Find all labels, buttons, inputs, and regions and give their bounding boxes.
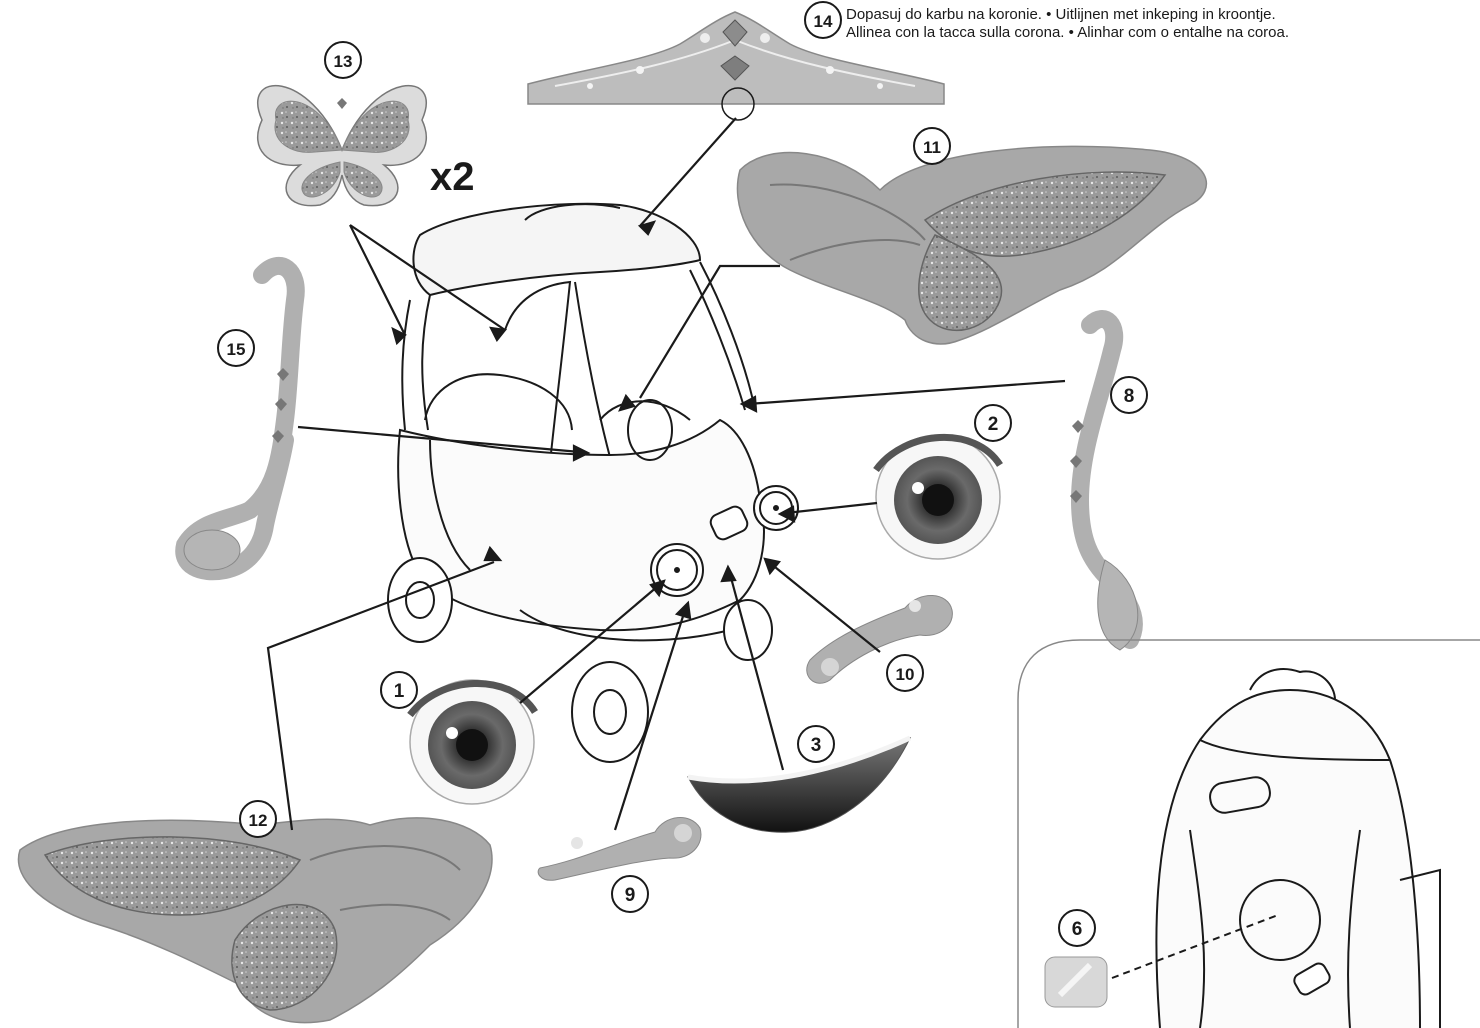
callout-12: 12 <box>240 801 276 837</box>
callout-11: 11 <box>914 128 950 164</box>
svg-text:9: 9 <box>625 885 636 906</box>
sticker-9-shooting-star <box>538 817 701 880</box>
sticker-1-eye <box>410 680 535 804</box>
sticker-10-shooting-star <box>807 595 953 683</box>
callout-9: 9 <box>612 876 648 912</box>
svg-text:6: 6 <box>1072 919 1083 940</box>
callout-1: 1 <box>381 672 417 708</box>
callout-13: 13 <box>325 42 361 78</box>
callout-8: 8 <box>1111 377 1147 413</box>
callout-14: 14 <box>805 2 841 38</box>
svg-text:10: 10 <box>896 665 915 684</box>
sticker-15-swirl-strip <box>184 266 296 571</box>
svg-text:13: 13 <box>334 52 353 71</box>
callout-15: 15 <box>218 330 254 366</box>
multiplier-label: x2 <box>430 155 475 199</box>
svg-text:3: 3 <box>811 735 822 756</box>
sticker-11-wing <box>737 146 1206 344</box>
callout-2: 2 <box>975 405 1011 441</box>
sticker-12-wing <box>18 818 491 1023</box>
callout-6: 6 <box>1059 910 1095 946</box>
svg-text:15: 15 <box>227 340 246 359</box>
sticker-13-butterfly <box>258 86 427 206</box>
svg-text:8: 8 <box>1124 386 1135 407</box>
ride-on-car <box>388 204 798 762</box>
callout-10: 10 <box>887 655 923 691</box>
svg-text:2: 2 <box>988 414 999 435</box>
svg-text:11: 11 <box>923 138 941 157</box>
callout-3: 3 <box>798 726 834 762</box>
sticker-8-swirl-strip <box>1070 319 1138 650</box>
sticker-2-eye <box>876 435 1000 559</box>
inset-rear-view <box>1018 640 1480 1028</box>
svg-text:1: 1 <box>394 681 405 702</box>
sticker-14-crown <box>528 12 944 120</box>
svg-text:14: 14 <box>814 12 833 31</box>
svg-text:12: 12 <box>249 811 268 830</box>
